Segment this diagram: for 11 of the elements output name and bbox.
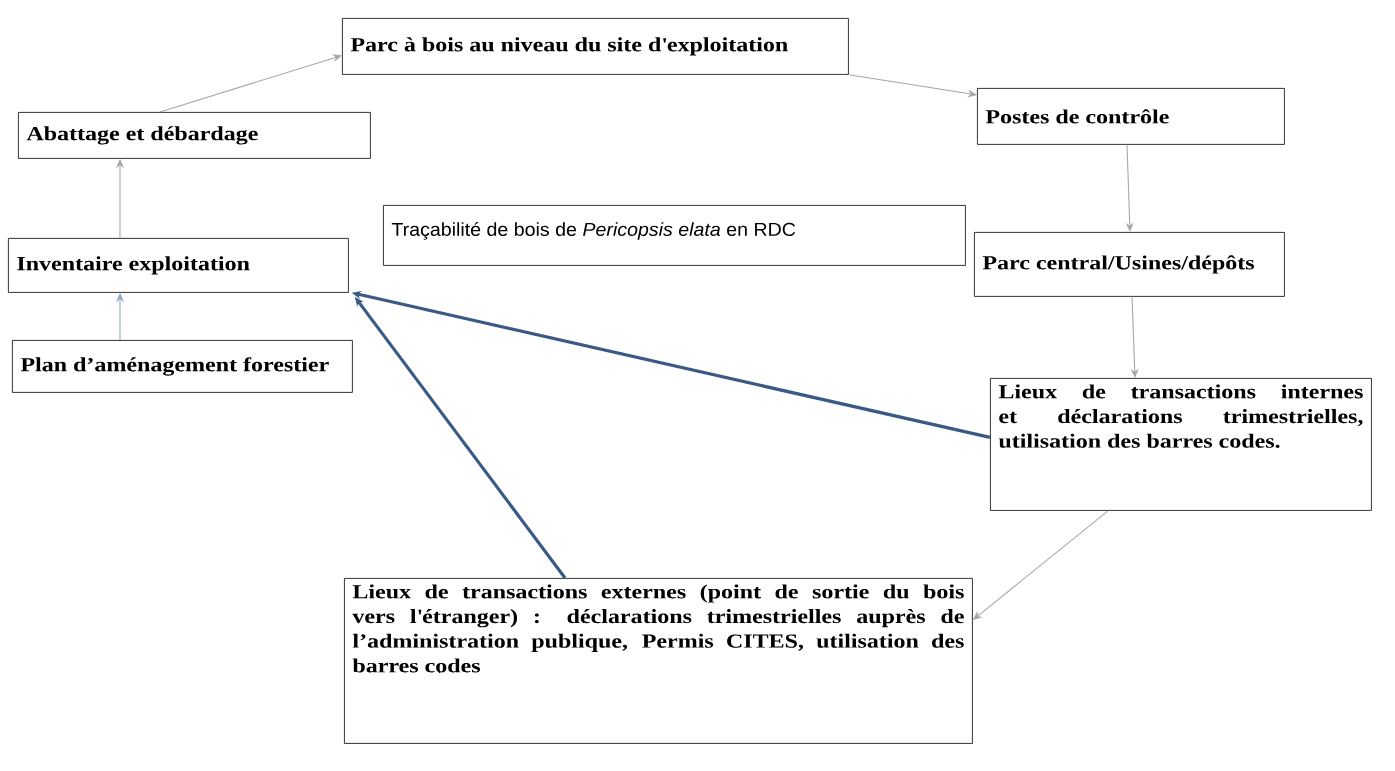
arrow	[159, 54, 342, 113]
process-box: Parc à bois au niveau du site d'exploitation	[342, 18, 849, 75]
process-box: Lieux de transactions externes (point de sortie du bois vers l'étranger) : déclarations trimestrielles auprès de l’administration publique, Permis CITES, utilisation des barres codes	[344, 578, 973, 744]
arrow	[848, 74, 977, 98]
process-box: Plan d’aménagement forestier	[12, 340, 353, 393]
process-box: Postes de contrôle	[977, 88, 1285, 145]
process-box: Inventaire exploitation	[8, 238, 349, 293]
process-box: Parc central/Usines/dépôts	[974, 232, 1285, 297]
title-box: Traçabilité de bois de Pericopsis elata en RDC	[383, 205, 966, 266]
process-box: Lieux de transactions internes et déclarations trimestrielles, utilisation des barres codes.	[990, 378, 1372, 511]
process-box: Abattage et débardage	[18, 112, 371, 159]
